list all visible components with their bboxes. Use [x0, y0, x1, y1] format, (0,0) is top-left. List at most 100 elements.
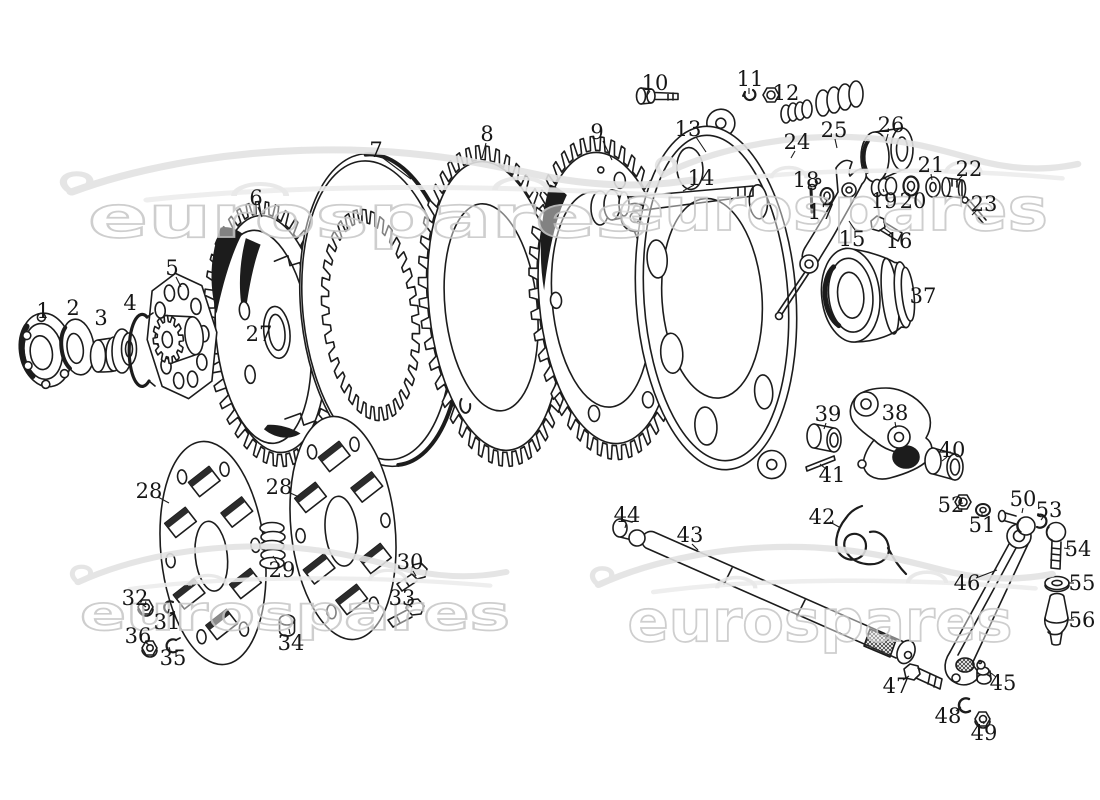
part-label-33: 33	[389, 586, 416, 610]
callout-leader-33	[407, 603, 413, 608]
spring-24	[780, 99, 813, 124]
callout-leader-28	[287, 491, 300, 498]
callout-leader-10	[645, 90, 651, 98]
callout-leader-41	[819, 463, 827, 470]
toothed-disc-8	[417, 144, 571, 468]
part-label-55: 55	[1069, 571, 1096, 595]
bushing-39	[806, 423, 842, 453]
plug-44	[612, 518, 646, 547]
callout-leader-32	[141, 603, 147, 608]
part-label-50: 50	[1010, 487, 1037, 511]
callout-leader-52	[958, 502, 964, 505]
watermark-text: eurospares	[88, 183, 648, 251]
callout-leader-21	[930, 173, 933, 181]
nut-49	[974, 711, 991, 729]
part-label-31: 31	[154, 610, 181, 634]
part-label-46: 46	[954, 571, 981, 595]
callout-leader-35	[168, 646, 171, 651]
clip-48	[957, 697, 972, 714]
part-label-28: 28	[136, 479, 163, 503]
part-label-9: 9	[590, 120, 603, 144]
knob-56	[1043, 592, 1069, 646]
watermark-swoosh	[654, 133, 1082, 185]
callout-leader-9	[602, 140, 613, 161]
bolt-33	[387, 598, 425, 628]
clip-11	[742, 88, 757, 102]
ball-bearing-1	[18, 312, 74, 390]
part-label-29: 29	[269, 558, 296, 582]
part-label-18: 18	[793, 168, 820, 192]
callout-leader-6	[257, 206, 263, 218]
part-label-42: 42	[809, 505, 836, 529]
part-label-47: 47	[883, 674, 910, 698]
callout-leader-24	[790, 150, 796, 159]
callout-leader-39	[823, 422, 827, 430]
callout-leader-22	[955, 175, 963, 183]
watermark-text: eurospares	[628, 587, 1013, 655]
callout-leader-53	[1040, 515, 1045, 521]
watermark-swoosh	[59, 146, 698, 203]
part-label-15: 15	[839, 227, 866, 251]
part-label-36: 36	[125, 624, 152, 648]
part-label-8: 8	[480, 122, 493, 146]
part-label-40: 40	[939, 438, 966, 462]
pin-18	[807, 177, 822, 214]
part-label-19: 19	[871, 189, 898, 213]
callout-leader-16	[883, 227, 893, 235]
callout-leader-7	[382, 157, 412, 180]
bushing-40	[924, 447, 964, 481]
return-spring-42	[835, 504, 908, 576]
washer-55	[1044, 575, 1070, 593]
grease-nipple-45	[976, 659, 992, 685]
part-label-14: 14	[688, 166, 715, 190]
callout-leader-48	[955, 706, 962, 712]
callout-leader-13	[695, 136, 707, 153]
clip-35	[165, 637, 181, 654]
callout-leader-38	[894, 421, 897, 429]
callout-leader-43	[691, 543, 699, 551]
bolt-14	[590, 185, 754, 226]
callout-leader-45	[990, 672, 997, 678]
part-label-20: 20	[900, 189, 927, 213]
part-label-43: 43	[677, 523, 704, 547]
washer-51	[975, 503, 991, 517]
watermark-text: eurospares	[80, 586, 510, 642]
callout-leader-40	[941, 456, 948, 462]
pressure-plates-28	[159, 415, 397, 666]
part-label-53: 53	[1036, 498, 1063, 522]
clip-31	[163, 600, 176, 615]
part-label-37: 37	[910, 284, 937, 308]
callout-leader-26	[885, 133, 889, 142]
part-label-17: 17	[808, 200, 835, 224]
clip-53	[1035, 513, 1048, 529]
release-bearing-37	[820, 247, 916, 343]
part-label-26: 26	[878, 113, 905, 137]
callout-leader-30	[412, 570, 417, 577]
callout-leader-46	[975, 569, 998, 579]
part-label-21: 21	[918, 153, 945, 177]
part-label-32: 32	[122, 586, 149, 610]
callout-leader-20	[910, 189, 913, 193]
part-label-23: 23	[971, 192, 998, 216]
callout-leader-28	[157, 496, 170, 504]
clutch-disc-7	[298, 152, 464, 468]
callout-leader-23	[971, 209, 978, 216]
callout-leader-19	[882, 188, 885, 193]
callout-leader-34	[288, 628, 291, 635]
part-label-49: 49	[971, 721, 998, 745]
hub-flange-5	[146, 272, 218, 400]
washer-21	[925, 176, 941, 198]
callout-leader-42	[829, 521, 840, 528]
nut-36	[141, 640, 158, 658]
part-label-24: 24	[784, 130, 811, 154]
part-label-16: 16	[886, 229, 913, 253]
part-label-41: 41	[819, 463, 846, 487]
part-label-38: 38	[882, 401, 909, 425]
nut-12	[762, 87, 780, 103]
part-label-28: 28	[266, 475, 293, 499]
pin-16	[870, 215, 903, 242]
part-label-7: 7	[369, 138, 382, 162]
callout-leader-36	[144, 641, 150, 646]
